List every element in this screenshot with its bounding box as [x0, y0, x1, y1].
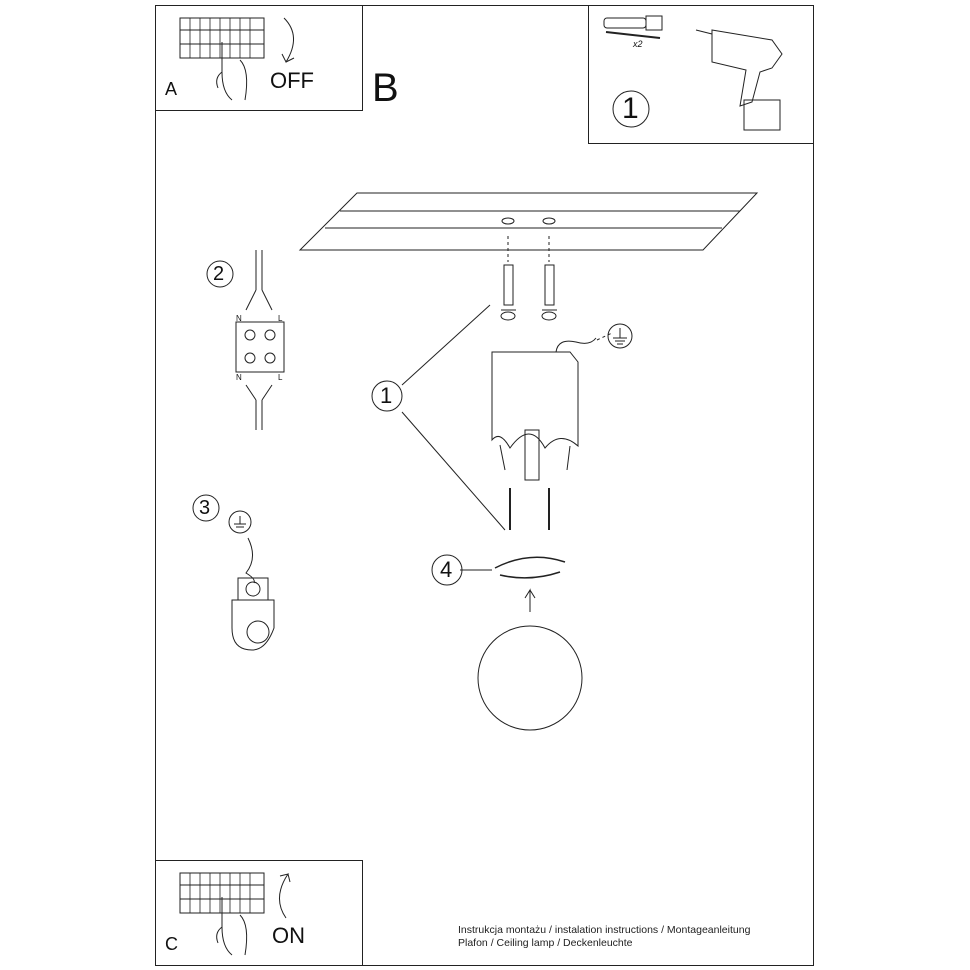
neutral-top-label: N — [236, 314, 242, 323]
footer-caption: Instrukcja montażu / instalation instruc… — [458, 924, 750, 950]
wall-plugs — [500, 264, 557, 321]
screws — [509, 488, 550, 530]
ground-symbol-icon — [607, 323, 633, 349]
footer-line-1: Instrukcja montażu / instalation instruc… — [458, 924, 751, 936]
drill-guide-lines — [507, 236, 550, 262]
lamp-base — [491, 337, 597, 481]
outer-frame — [155, 5, 814, 966]
panel-a-frame — [155, 5, 363, 111]
quantity-label: x2 — [633, 39, 643, 49]
step-4-badge — [431, 554, 463, 586]
turn-on-arrow-icon — [279, 873, 291, 919]
retaining-ring — [494, 556, 566, 579]
circuit-breaker-icon — [179, 872, 265, 956]
step-3-number: 3 — [199, 497, 211, 519]
turn-off-arrow-icon — [281, 17, 295, 64]
on-label: ON — [272, 923, 305, 948]
step-2-number: 2 — [213, 263, 225, 285]
step-1-callout-badge — [371, 380, 403, 412]
glass-globe — [477, 625, 583, 731]
tools-step-number: 1 — [622, 92, 639, 125]
panel-a-letter: A — [165, 79, 178, 99]
panel-c-frame — [155, 860, 363, 966]
live-bottom-label: L — [278, 373, 283, 382]
tools-panel-frame — [588, 5, 814, 144]
off-label: OFF — [270, 68, 314, 93]
insert-arrow-icon — [524, 588, 536, 612]
terminal-block — [235, 250, 285, 430]
panel-c-letter: C — [165, 934, 178, 954]
step-4-number: 4 — [440, 557, 453, 582]
ground-terminal — [228, 510, 275, 651]
circuit-breaker-icon — [179, 17, 265, 101]
step-2-badge — [206, 260, 234, 288]
drill-icon — [695, 29, 783, 131]
wall-plug-icon — [603, 15, 663, 39]
step-1-badge — [612, 90, 650, 128]
live-top-label: L — [278, 314, 283, 323]
step-1-callout-number: 1 — [380, 383, 393, 408]
panel-b-letter: B — [372, 66, 399, 110]
ceiling-plate — [298, 192, 759, 251]
footer-line-2: Plafon / Ceiling lamp / Deckenleuchte — [458, 937, 633, 949]
step-3-badge — [192, 494, 220, 522]
neutral-bottom-label: N — [236, 373, 242, 382]
